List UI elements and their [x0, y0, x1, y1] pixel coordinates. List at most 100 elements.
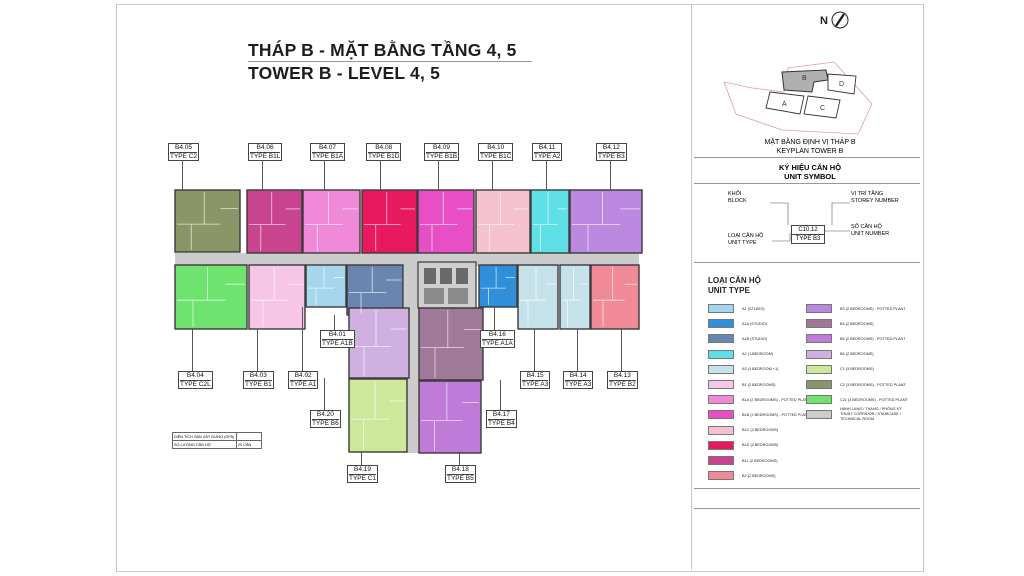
legend-item: B4 (2 BEDROOMS) — [806, 319, 874, 329]
legend-item: C2 (3 BEDROOMS) - POTTED PLANT — [806, 380, 906, 389]
rule-2 — [694, 183, 920, 184]
legend-label: C2 (3 BEDROOMS) - POTTED PLANT — [840, 382, 906, 387]
keyplan-caption-vi: MẶT BẰNG ĐỊNH VỊ THÁP B — [764, 139, 856, 146]
legend-swatch — [806, 319, 832, 329]
symbol-storey-vi: VỊ TRÍ TẦNG — [851, 191, 884, 197]
legend-item: C1 (3 BEDROOMS) — [806, 364, 874, 374]
unit-type: TYPE C1 — [349, 474, 377, 482]
unit-B4-08 — [361, 189, 418, 254]
legend-item: B1L (2 BEDROOMS) — [708, 456, 778, 465]
unit-type: TYPE A1B — [322, 339, 353, 347]
unit-B4-09 — [417, 189, 475, 254]
unit-type: TYPE A1A — [482, 339, 513, 347]
unit-leader-line — [257, 329, 258, 371]
unit-B4-03 — [248, 264, 306, 330]
page-title-en: TOWER B - LEVEL 4, 5 — [248, 63, 440, 83]
legend-swatch — [806, 395, 832, 405]
legend-swatch — [708, 456, 734, 465]
unit-number: B4.18 — [447, 466, 474, 475]
rule-3 — [694, 262, 920, 263]
legend-label: A2 (1 BEDROOM) — [742, 352, 774, 357]
legend-label: A1 (STUDIO) — [742, 306, 765, 311]
unit-leader-line — [438, 160, 439, 190]
unit-B4-20 — [348, 307, 410, 379]
unit-number: B4.09 — [426, 144, 458, 153]
keyplan-letter-c: C — [820, 105, 825, 112]
legend-label: B3 (2 BEDROOMS) - POTTED PLANT — [840, 306, 906, 311]
unit-type: TYPE B3 — [598, 152, 625, 160]
sample-unit-id: C10.12 — [792, 226, 824, 235]
unit-number: B4.20 — [312, 411, 339, 420]
legend-label: A1A (STUDIO) — [742, 321, 767, 326]
legend-item: B6 (2 BEDROOMS) — [806, 349, 874, 359]
unit-B4-12 — [569, 189, 643, 254]
north-arrow-icon: N — [820, 11, 849, 29]
keyplan-map: A B C D — [723, 61, 873, 135]
symbol-storey-en: STOREY NUMBER — [851, 198, 899, 204]
unit-type: TYPE B5 — [447, 474, 474, 482]
legend-swatch — [708, 319, 734, 329]
unit-leader-line — [494, 307, 495, 330]
unit-type: TYPE B1C — [480, 152, 512, 160]
legend-swatch — [806, 334, 832, 344]
gfa-table: DIỆN TÍCH SÀN XÂY DỰNG (GFA) SỐ LƯỢNG CĂ… — [172, 432, 262, 449]
unit-number: B4.06 — [250, 144, 281, 153]
unit-type: TYPE A3 — [565, 380, 592, 388]
unit-type: TYPE B1B — [426, 152, 458, 160]
unit-type: TYPE B4 — [488, 419, 515, 427]
legend-item: B1B (2 BEDROOMS) - POTTED PLANT — [708, 410, 810, 420]
unit-B4-02 — [305, 264, 347, 308]
keyplan-letter-d: D — [839, 81, 844, 88]
unit-leader-line — [459, 453, 460, 465]
unit-type: TYPE B1 — [245, 380, 272, 388]
unit-number: B4.11 — [534, 144, 561, 153]
stair-core-2 — [448, 288, 468, 304]
sheet-divider — [691, 4, 692, 570]
legend-label: A3 (1 BEDROOM +1) — [742, 367, 779, 372]
unit-B4-19 — [348, 378, 408, 453]
unit-B4-13 — [590, 264, 640, 330]
unit-leader-line — [610, 160, 611, 190]
unit-type-title-en: UNIT TYPE — [708, 286, 750, 295]
unit-number: B4.17 — [488, 411, 515, 420]
unit-leader-line — [182, 160, 183, 190]
unit-number: B4.01 — [322, 331, 353, 340]
legend-swatch — [708, 410, 734, 420]
unit-B4-18 — [418, 380, 482, 454]
legend-label: B2 (2 BEDROOMS) — [742, 473, 776, 478]
unit-B4-04 — [174, 264, 248, 330]
page-title-vi: THÁP B - MẶT BẰNG TẦNG 4, 5 — [248, 40, 517, 60]
legend-swatch — [806, 364, 832, 374]
unit-leader-line — [534, 329, 535, 371]
gfa-label: DIỆN TÍCH SÀN XÂY DỰNG (GFA) — [172, 432, 237, 441]
unit-B4-10 — [475, 189, 531, 254]
legend-swatch — [806, 349, 832, 359]
unit-number: B4.07 — [312, 144, 344, 153]
legend-item: B1D (2 BEDROOMS) — [708, 440, 778, 450]
legend-item: B3 (2 BEDROOMS) - POTTED PLANT — [806, 304, 906, 313]
unit-leader-line — [192, 329, 193, 371]
unit-type: TYPE A1 — [290, 380, 317, 388]
symbol-unitno-en: UNIT NUMBER — [851, 231, 890, 237]
unit-leader-line — [324, 378, 325, 410]
legend-label: C2L (3 BEDROOMS) - POTTED PLANT — [840, 397, 908, 402]
unit-leader-line — [262, 160, 263, 190]
unit-symbol-leaders — [770, 202, 850, 242]
stair-core-1 — [424, 288, 444, 304]
unit-B4-16 — [478, 264, 518, 308]
unit-count-label: SỐ LƯỢNG CĂN HỘ — [172, 440, 237, 449]
unit-leader-line — [324, 160, 325, 190]
symbol-block-en: BLOCK — [728, 198, 747, 204]
unit-number: B4.08 — [368, 144, 400, 153]
unit-B4-17 — [418, 307, 484, 381]
legend-item: A1B (STUDIO) — [708, 334, 767, 344]
